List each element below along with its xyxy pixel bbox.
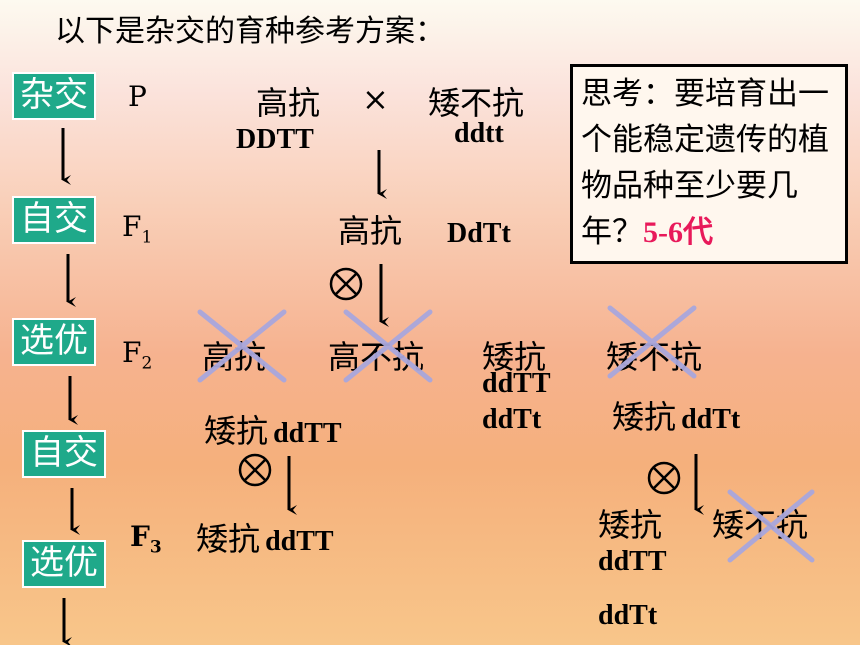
self-cross-icon [647, 461, 681, 495]
step-select-1: 选优 [12, 318, 96, 366]
thinking-question-text: 思考：要培育出一个能稳定遗传的植物品种至少要几年？ [581, 76, 829, 250]
parent1-genotype: DDTT [236, 124, 314, 155]
generation-f3: F3 [130, 520, 162, 558]
f2-short-resistant-genotype-2: ddTt [482, 404, 542, 435]
cross-symbol: × [362, 80, 389, 118]
step-hybridize: 杂交 [12, 72, 96, 120]
thinking-answer: 5-6代 [643, 216, 713, 249]
f2-tall-nonresistant: 高不抗 [328, 338, 425, 376]
f3-right-short-nonresistant: 矮不抗 [712, 506, 809, 544]
f3-right-genotype-2: ddTt [598, 600, 658, 631]
f1-genotype: DdTt [447, 218, 511, 249]
f2-short-resistant: 矮抗 [482, 338, 547, 376]
f3-right-short-resistant: 矮抗 [598, 506, 663, 544]
generation-p: P [128, 80, 147, 113]
branch-left-label: 矮抗 ddTT [204, 412, 342, 450]
f3-left-label: 矮抗 ddTT [196, 520, 334, 558]
f1-phenotype: 高抗 [338, 212, 403, 250]
f2-short-nonresistant: 矮不抗 [606, 338, 703, 376]
step-select-2: 选优 [22, 540, 106, 588]
self-cross-icon [329, 267, 363, 301]
parent2-phenotype: 矮不抗 [428, 84, 525, 122]
f2-short-resistant-genotype-1: ddTT [482, 368, 551, 399]
step-self-cross-2: 自交 [22, 430, 106, 478]
page-title: 以下是杂交的育种参考方案： [55, 14, 445, 49]
parent2-genotype: ddtt [454, 118, 504, 149]
step-self-cross-1: 自交 [12, 196, 96, 244]
f3-right-genotype-1: ddTT [598, 546, 667, 577]
branch-right-label: 矮抗 ddTt [612, 398, 741, 436]
parent1-phenotype: 高抗 [256, 84, 321, 122]
generation-f1: F1 [122, 210, 153, 248]
f2-tall-resistant: 高抗 [202, 338, 267, 376]
thinking-question-box: 思考：要培育出一个能稳定遗传的植物品种至少要几年？5-6代 [570, 64, 848, 264]
self-cross-icon [238, 453, 272, 487]
generation-f2: F2 [122, 336, 153, 374]
